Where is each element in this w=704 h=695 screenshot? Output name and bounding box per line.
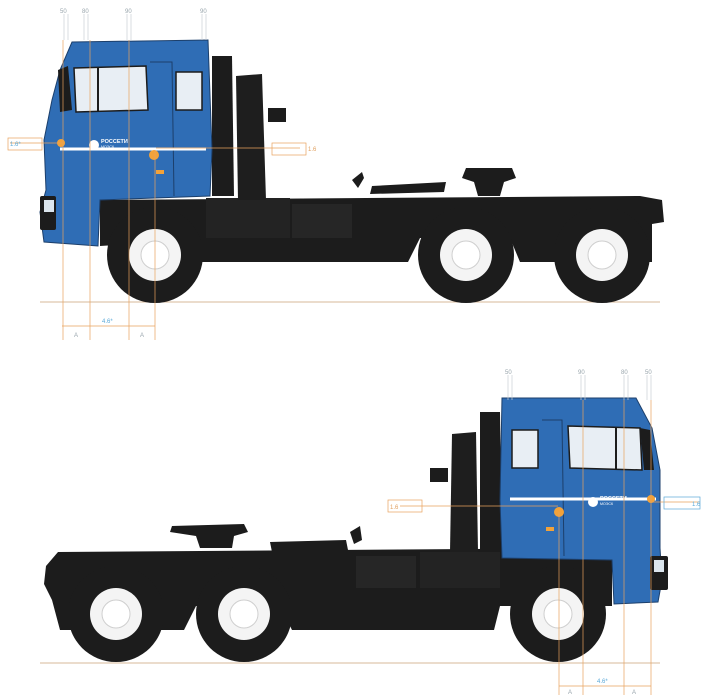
- wheel-rear-1: [196, 566, 292, 662]
- dim-label: 4.6*: [597, 679, 608, 685]
- dim-label: 1.6: [390, 505, 399, 511]
- logo-title: РОССЕТИ: [101, 139, 128, 145]
- logo-title: РОССЕТИ: [600, 496, 627, 502]
- dim-label: 50: [60, 9, 67, 15]
- dim-label: 50: [505, 370, 512, 376]
- wheel-front: [510, 566, 606, 662]
- dim-label: 90: [578, 370, 585, 376]
- cab-window-side: [511, 429, 539, 469]
- dim-mark: A: [140, 333, 144, 339]
- dim-label: 4.6*: [102, 319, 113, 325]
- cab-window-side: [175, 71, 203, 111]
- cab-window-front: [567, 425, 643, 471]
- air-intake: [480, 412, 502, 552]
- logo-emblem: [89, 140, 99, 150]
- truck-right-view: РОССЕТИ МОЭСК: [40, 370, 701, 695]
- air-intake: [212, 56, 234, 196]
- dim-label: 90: [200, 9, 207, 15]
- exhaust-stack: [236, 74, 266, 200]
- dim-mark: A: [568, 690, 572, 695]
- wheel-rear-1: [418, 207, 514, 303]
- marker-dot: [149, 150, 159, 160]
- wheel-rear-2: [554, 207, 650, 303]
- fifth-wheel: [170, 524, 248, 548]
- wheel-rear-2: [68, 566, 164, 662]
- dim-mark: A: [632, 690, 636, 695]
- dim-label: 80: [82, 9, 89, 15]
- truck-left-view: РОССЕТИ МОЭСК: [7, 9, 664, 340]
- cab-window-front: [73, 65, 149, 113]
- dim-label: 90: [125, 9, 132, 15]
- dim-mark: A: [74, 333, 78, 339]
- dim-label: 1.6*: [10, 142, 21, 148]
- logo-subtitle: МОЭСК: [101, 145, 115, 149]
- dim-label: 1.6: [692, 502, 701, 508]
- dim-label: 1.6: [308, 147, 317, 153]
- dim-label: 50: [645, 370, 652, 376]
- logo-subtitle: МОЭСК: [600, 502, 614, 506]
- logo-emblem: [588, 497, 598, 507]
- dim-label: 80: [621, 370, 628, 376]
- exhaust-stack: [450, 432, 478, 552]
- fifth-wheel: [462, 168, 516, 196]
